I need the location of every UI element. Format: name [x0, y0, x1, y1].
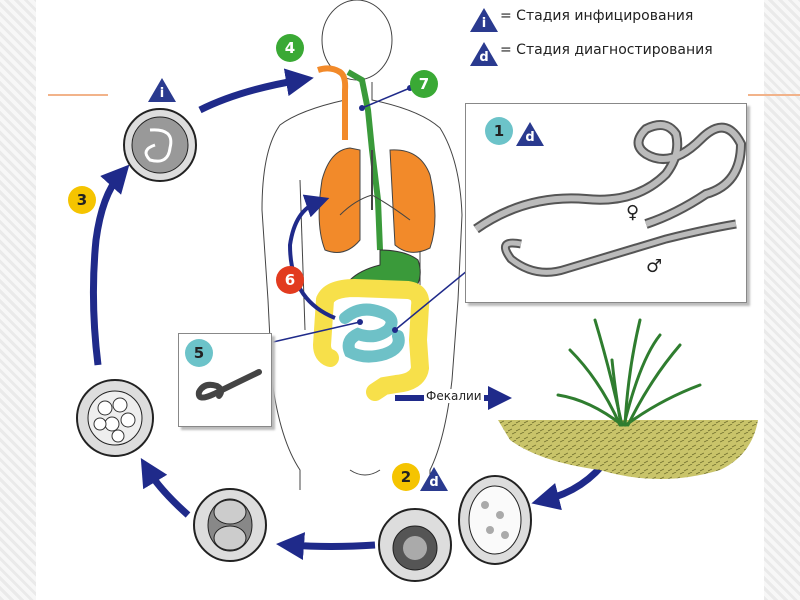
stage-4-badge: 4 [276, 34, 304, 62]
esophagus [346, 69, 383, 251]
egg-icon-two-cell [193, 488, 267, 562]
decorative-rule-right [748, 94, 800, 96]
egg-icon-unfertilized [458, 475, 532, 565]
human-body [261, 0, 463, 490]
larva-icon [195, 369, 262, 401]
feces-label: Фекалии [424, 389, 484, 403]
female-symbol-icon: ♀ [626, 202, 640, 223]
large-intestine [316, 278, 430, 401]
soil [498, 420, 758, 479]
stage-2-badge: 2 [392, 463, 420, 491]
arrow-egg-to-egg [140, 457, 191, 518]
egg-icon-morula [76, 379, 154, 457]
male-symbol-icon: ♂ [646, 256, 663, 277]
legend-diagnosis-text: = Стадия диагностирования [500, 42, 713, 58]
adult-worms-panel: ♀ ♂ [465, 103, 747, 303]
arrow-3-to-4 [198, 68, 314, 114]
stage-1-badge: 1 [485, 117, 513, 145]
legend-diagnosis-triangle-icon [470, 42, 498, 66]
legend-infection-text: = Стадия инфицирования [500, 8, 694, 24]
diagnosis-triangle-letter-stage1: d [525, 130, 535, 145]
stage-3-badge: 3 [68, 186, 96, 214]
legend-diagnosis-letter: d [479, 50, 489, 65]
egg-icon-infective [123, 108, 197, 182]
infection-triangle-letter: i [159, 86, 165, 101]
right-lung [389, 149, 436, 253]
left-border-pattern [0, 0, 36, 600]
stage-5-badge: 5 [185, 339, 213, 367]
diagnosis-triangle-icon-stage2 [420, 467, 448, 491]
decorative-rule-left [48, 94, 108, 96]
airway [317, 65, 349, 140]
stage-6-badge: 6 [276, 266, 304, 294]
right-border-pattern [764, 0, 800, 600]
infection-triangle-icon [148, 78, 176, 102]
small-intestine [339, 303, 405, 363]
stage-7-badge: 7 [410, 70, 438, 98]
left-lung [318, 147, 361, 253]
worms-icon [473, 120, 746, 277]
grass [556, 318, 702, 427]
diagnosis-triangle-icon-stage1 [516, 122, 544, 146]
legend-infection-triangle-icon [470, 8, 498, 32]
arrow-migration [287, 194, 336, 320]
arrow-egg-to-3 [89, 164, 130, 366]
arrow-2-to-embryo [276, 532, 376, 561]
legend-infection-letter: i [481, 16, 487, 31]
diagnosis-triangle-letter-stage2: d [429, 475, 439, 490]
egg-icon-fertilized [378, 508, 452, 582]
